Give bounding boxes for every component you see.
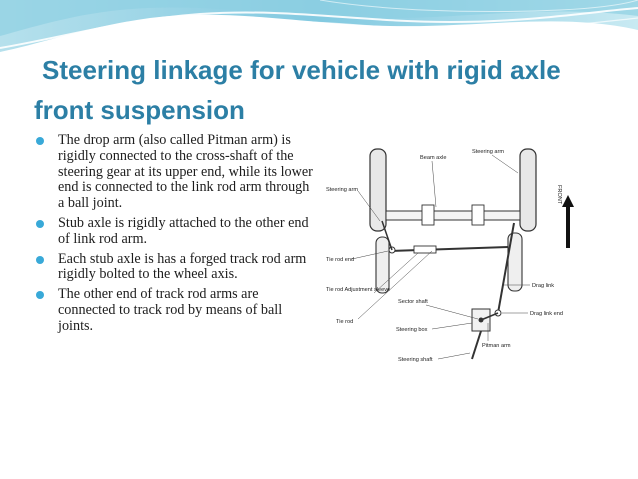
right-front-wheel xyxy=(519,148,537,232)
steering-shaft xyxy=(471,330,482,360)
bullet-dot-icon xyxy=(36,291,44,300)
steering-arm-left xyxy=(381,220,393,251)
bullet-text: The other end of track rod arms are conn… xyxy=(58,286,283,334)
front-arrow-icon xyxy=(562,195,574,248)
beam-axle xyxy=(385,210,521,221)
label-sector-shaft: Sector shaft xyxy=(398,299,428,305)
bullet-dot-icon xyxy=(36,137,44,145)
left-front-wheel xyxy=(369,148,387,232)
label-steering-box: Steering box xyxy=(396,327,428,333)
tie-rod xyxy=(389,246,509,252)
label-front: FRONT xyxy=(556,185,562,205)
bullet-text: Each stub axle is has a forged track rod… xyxy=(58,250,307,283)
label-pitman-arm: Pitman arm xyxy=(482,343,511,349)
sector-shaft xyxy=(478,317,484,323)
label-tie-rod: Tie rod xyxy=(336,319,353,325)
bullet-item: Each stub axle is has a forged track rod… xyxy=(34,250,319,284)
label-steering-arm-top: Steering arm xyxy=(472,149,504,155)
label-drag-link: Drag link xyxy=(532,283,554,289)
bullet-text: Stub axle is rigidly attached to the oth… xyxy=(58,214,309,247)
title-line-1: Steering linkage for vehicle with rigid … xyxy=(42,55,561,85)
title-line-2: front suspension xyxy=(34,95,245,125)
bullet-dot-icon xyxy=(36,219,44,228)
axle-spring-pad-left xyxy=(421,204,435,226)
axle-spring-pad-right xyxy=(471,204,485,226)
bullet-list: The drop arm (also called Pitman arm) is… xyxy=(34,132,319,339)
label-steering-arm-left: Steering arm xyxy=(326,187,358,193)
label-steering-shaft: Steering shaft xyxy=(398,357,433,363)
drag-link xyxy=(497,222,515,314)
header-wave-decoration xyxy=(0,0,638,60)
bullet-item: Stub axle is rigidly attached to the oth… xyxy=(34,214,319,248)
bullet-item: The other end of track rod arms are conn… xyxy=(34,286,319,334)
bullet-item: The drop arm (also called Pitman arm) is… xyxy=(34,132,319,212)
steering-linkage-drawing: Beam axle Steering arm Steering arm Tie … xyxy=(326,148,574,363)
tie-rod-adjustment-sleeve xyxy=(413,245,437,254)
bullet-text: The drop arm (also called Pitman arm) is… xyxy=(58,132,313,212)
left-wheel-lower xyxy=(375,236,390,294)
label-tie-rod-adjustment-sleeve: Tie rod Adjustment sleeve xyxy=(326,287,390,293)
label-tie-rod-end: Tie rod end xyxy=(326,257,354,263)
slide-title: Steering linkage for vehicle with rigid … xyxy=(34,50,626,130)
bullet-dot-icon xyxy=(36,255,44,264)
label-beam-axle: Beam axle xyxy=(420,155,446,161)
steering-linkage-diagram: Beam axle Steering arm Steering arm Tie … xyxy=(322,133,601,400)
pitman-arm xyxy=(480,312,499,321)
label-drag-link-end: Drag link end xyxy=(530,311,563,317)
